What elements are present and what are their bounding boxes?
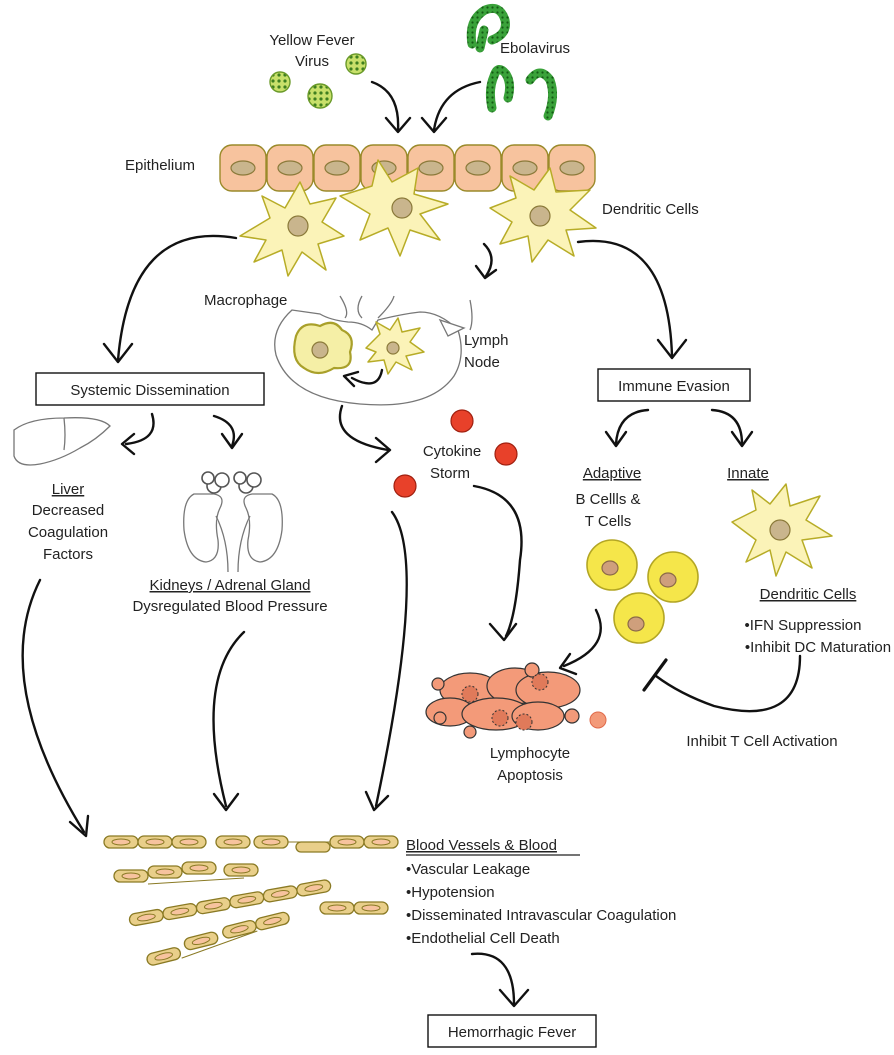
to-innate-arrow <box>710 408 744 446</box>
liver-line-3: Coagulation <box>28 524 108 541</box>
immune-evasion-label: Immune Evasion <box>618 378 730 395</box>
blood-vessels-title: Blood Vessels & Blood <box>406 837 557 854</box>
inhibit-t-cell-bar <box>642 658 668 692</box>
apoptosis-label-2: Apoptosis <box>497 767 563 784</box>
innate-dendritic-cell <box>731 483 833 577</box>
liver-title: Liver <box>52 481 85 498</box>
kidneys-line-2: Dysregulated Blood Pressure <box>132 598 327 615</box>
kidneys-to-vessels-arrow <box>212 630 246 808</box>
ebolavirus-filaments <box>466 3 558 121</box>
epithelium-label: Epithelium <box>125 157 195 174</box>
yellow-fever-label-2: Virus <box>295 53 329 70</box>
node-internal-arrow <box>350 368 384 385</box>
apoptosis-label-1: Lymphocyte <box>490 745 570 762</box>
innate-label: Innate <box>727 465 769 482</box>
apoptotic-lymphocyte-cluster <box>425 662 607 739</box>
yf-entry-arrowhead <box>384 116 412 134</box>
blood-vessels-item-3: •Disseminated Intravascular Coagulation <box>406 907 676 924</box>
kidneys-to-vessels-arrowhead <box>212 792 240 812</box>
lymphocytes <box>586 539 699 644</box>
yellow-fever-label-1: Yellow Fever <box>269 32 354 49</box>
dendritic-cell-right <box>489 167 597 263</box>
to-adaptive-arrowhead <box>604 430 628 448</box>
cytokine-label-2: Storm <box>430 465 470 482</box>
yf-entry-arrow <box>370 80 400 132</box>
innate-item-1: •IFN Suppression <box>745 617 862 634</box>
ebola-entry-arrowhead <box>420 116 448 134</box>
blood-vessel-cells <box>103 835 399 966</box>
to-cytokine-arrowhead <box>374 436 392 464</box>
to-kidneys-arrowhead <box>220 432 244 450</box>
dc-to-node-arrow <box>482 242 493 278</box>
liver-line-2: Decreased <box>32 502 105 519</box>
blood-vessels-item-4: •Endothelial Cell Death <box>406 930 560 947</box>
cytokine-to-vessels-arrowhead <box>364 790 390 812</box>
blood-vessels-item-1: •Vascular Leakage <box>406 861 530 878</box>
cytokine-particles <box>393 409 518 498</box>
lymph-node-label-2: Node <box>464 354 500 371</box>
liver-to-vessels-arrowhead <box>68 814 90 838</box>
dendritic-cell-middle <box>339 159 449 257</box>
tcells-to-apoptosis-arrow <box>562 608 602 668</box>
lymph-node-vessels <box>339 295 395 319</box>
to-systemic-arrowhead <box>102 342 134 364</box>
liver-line-4: Factors <box>43 546 93 563</box>
innate-item-2: •Inhibit DC Maturation <box>745 639 891 656</box>
node-internal-arrowhead <box>342 370 360 388</box>
to-hemorrhagic-fever-arrow <box>470 952 516 1006</box>
epithelium-cells <box>219 144 596 192</box>
macrophage-cell <box>293 321 353 375</box>
cytokine-to-vessels-arrow <box>374 510 408 808</box>
systemic-dissemination-box <box>35 372 265 406</box>
liver-to-vessels-arrow <box>21 578 86 834</box>
innate-dendritic-title: Dendritic Cells <box>760 586 857 603</box>
kidneys-title: Kidneys / Adrenal Gland <box>150 577 311 594</box>
cytokine-label-1: Cytokine <box>423 443 481 460</box>
kidneys-adrenal-icon <box>183 471 283 573</box>
macrophage-label: Macrophage <box>204 292 287 309</box>
b-t-cells-label-2: T Cells <box>585 513 631 530</box>
b-t-cells-label-1: B Cellls & <box>575 491 640 508</box>
hemorrhagic-fever-box <box>427 1014 597 1048</box>
dendritic-cells-label: Dendritic Cells <box>602 201 699 218</box>
cytokine-to-apoptosis-arrowhead <box>488 622 518 642</box>
to-systemic-arrow <box>116 234 238 362</box>
blood-vessels-item-2: •Hypotension <box>406 884 495 901</box>
ebola-entry-arrow <box>432 80 482 132</box>
adaptive-label: Adaptive <box>583 465 641 482</box>
lymph-node-valve <box>438 318 466 337</box>
to-liver-arrowhead <box>120 432 136 456</box>
lymph-node-dendritic-cell <box>365 317 425 375</box>
to-cytokine-arrow <box>338 404 390 452</box>
immune-evasion-box <box>597 368 751 402</box>
to-adaptive-arrow <box>614 408 650 446</box>
dc-to-node-arrowhead <box>474 264 498 280</box>
to-kidneys-arrow <box>212 414 236 448</box>
yellow-fever-virus-particles <box>269 53 367 109</box>
inhibit-t-cell-label: Inhibit T Cell Activation <box>686 733 837 750</box>
to-immune-evasion-arrowhead <box>656 338 688 360</box>
cytokine-to-apoptosis-arrow <box>472 484 523 638</box>
liver-lobe-line <box>63 417 66 451</box>
liver-icon <box>13 417 111 466</box>
ebolavirus-label: Ebolavirus <box>500 40 570 57</box>
to-hemorrhagic-fever-arrowhead <box>498 988 530 1008</box>
systemic-dissemination-label: Systemic Dissemination <box>70 382 229 399</box>
inhibit-t-cell-curve <box>654 654 802 713</box>
to-innate-arrowhead <box>730 430 754 448</box>
tcells-to-apoptosis-arrowhead <box>558 652 578 676</box>
lymph-node-efferent <box>469 299 473 331</box>
hemorrhagic-fever-label: Hemorrhagic Fever <box>448 1024 576 1041</box>
dendritic-cell-left <box>239 181 345 277</box>
to-liver-arrow <box>124 412 155 446</box>
lymph-node-label-1: Lymph <box>464 332 508 349</box>
to-immune-evasion-arrow <box>576 239 674 358</box>
